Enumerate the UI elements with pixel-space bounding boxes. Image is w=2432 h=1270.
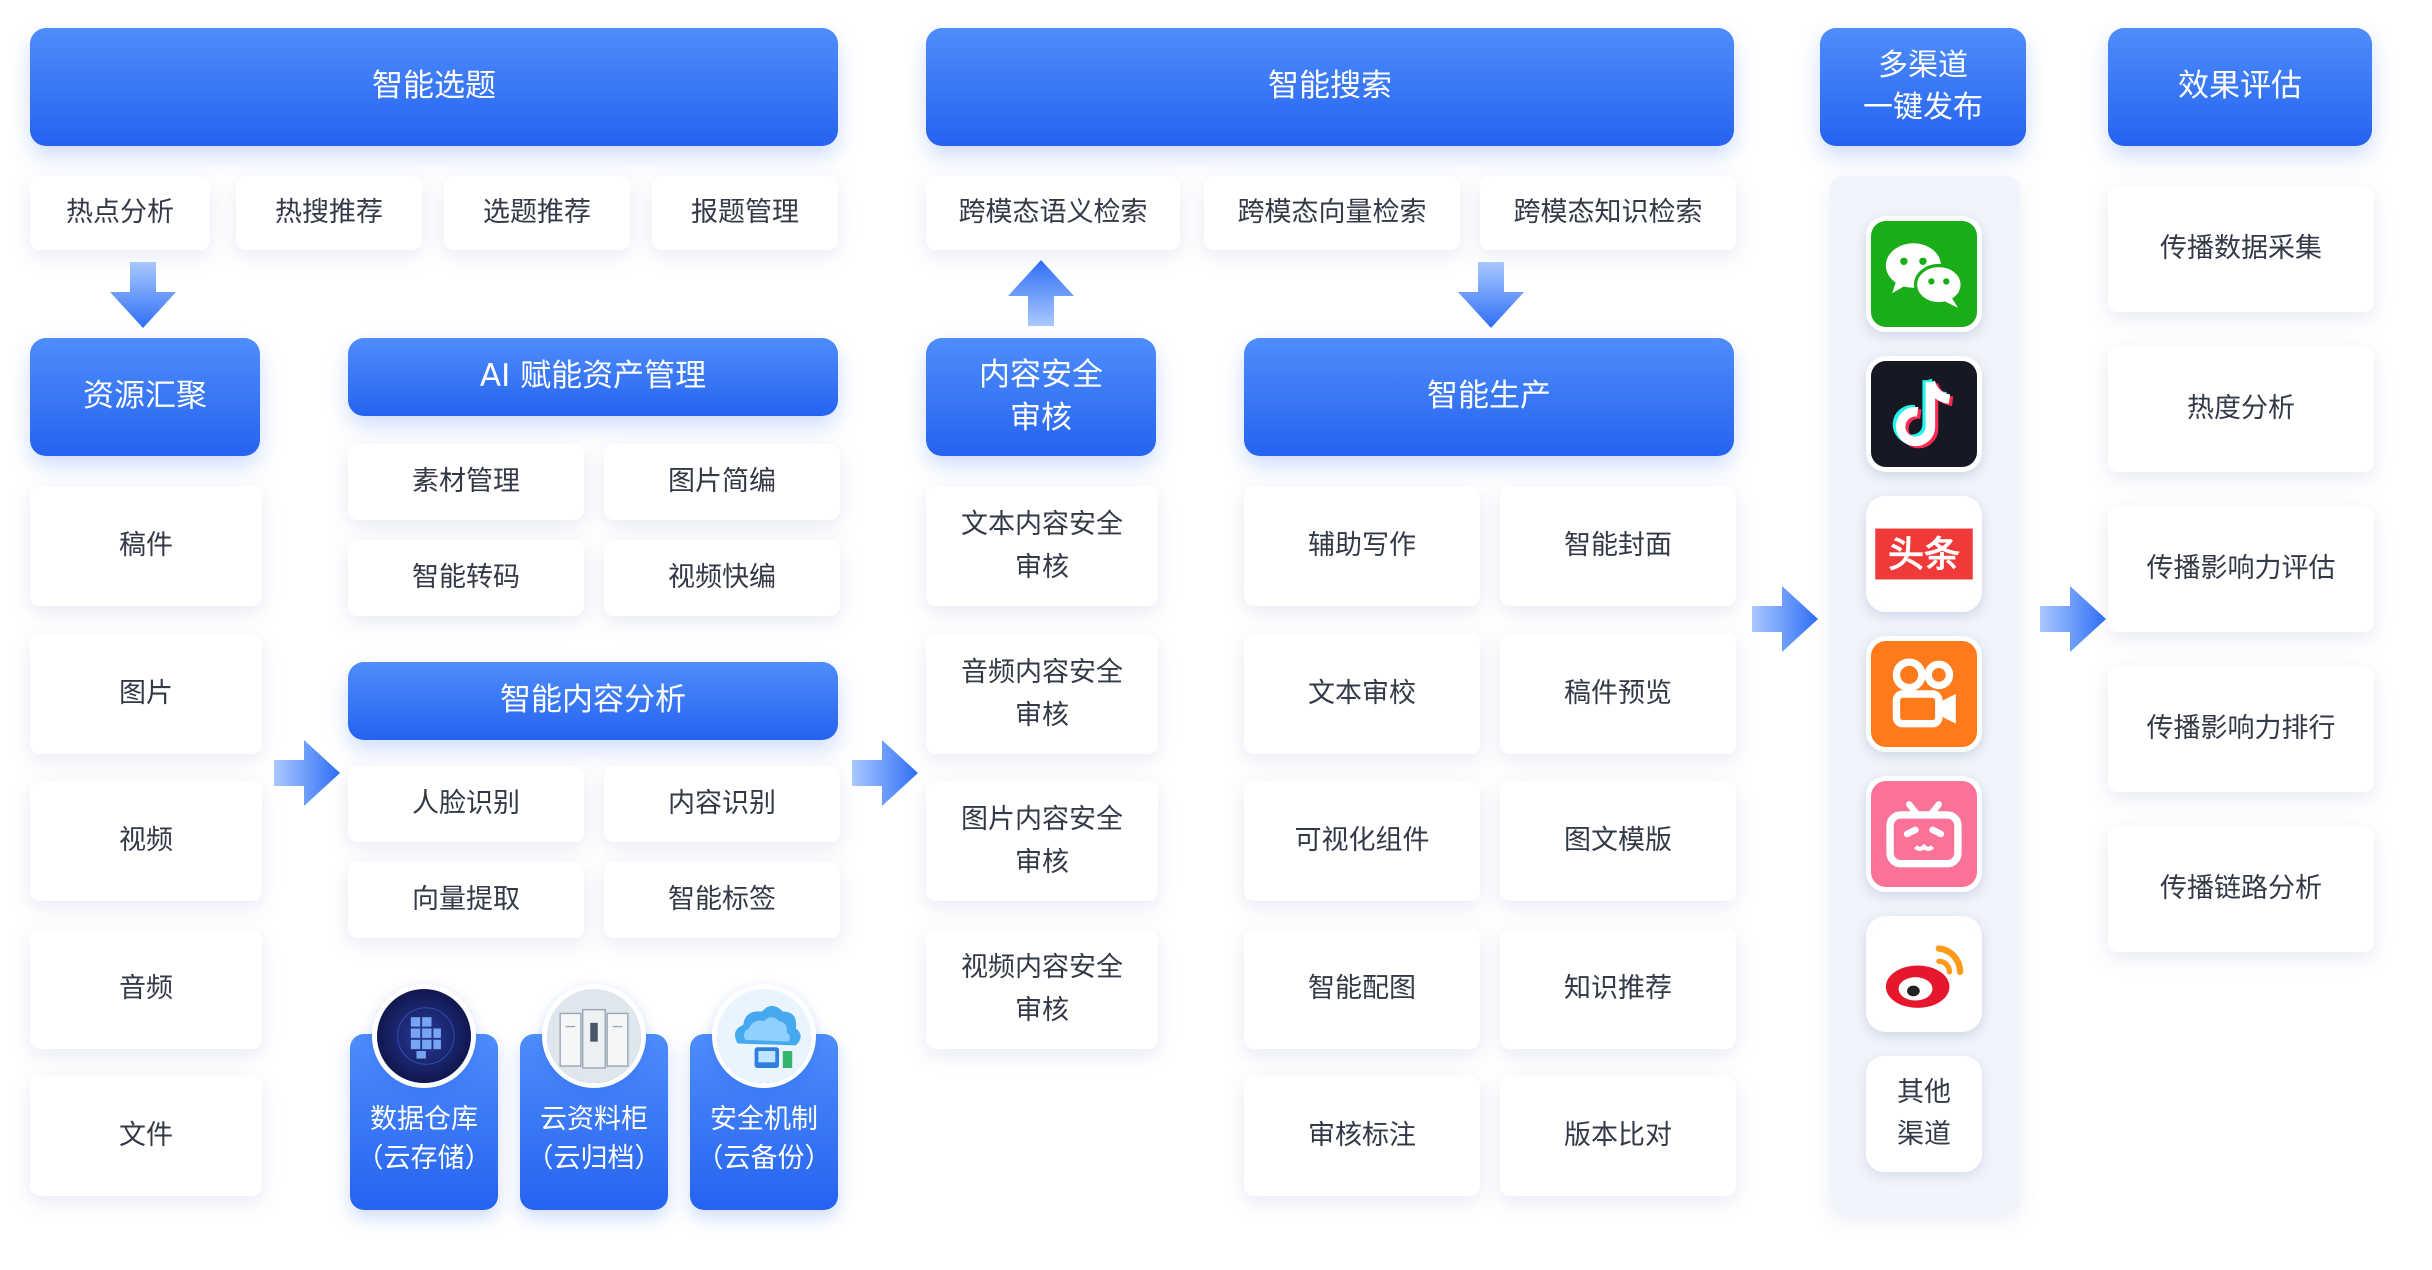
content-analysis-header: 智能内容分析 xyxy=(348,662,838,740)
asset-item-video-edit[interactable]: 视频快编 xyxy=(604,540,840,616)
toutiao-icon[interactable]: 头条 xyxy=(1866,496,1982,612)
resource-aggregation-header: 资源汇聚 xyxy=(30,338,260,456)
production-item-version-diff[interactable]: 版本比对 xyxy=(1500,1076,1736,1196)
arrow-right-icon xyxy=(852,740,918,806)
content-security-header: 内容安全 审核 xyxy=(926,338,1156,456)
evaluation-item-heat[interactable]: 热度分析 xyxy=(2108,346,2374,472)
security-item-text[interactable]: 文本内容安全 审核 xyxy=(926,486,1158,606)
asset-item-transcode[interactable]: 智能转码 xyxy=(348,540,584,616)
arrow-right-icon xyxy=(2040,586,2106,652)
topic-selection-header: 智能选题 xyxy=(30,28,838,146)
resource-item-audio[interactable]: 音频 xyxy=(30,929,262,1049)
topic-item-recommend[interactable]: 选题推荐 xyxy=(444,176,630,250)
resource-item-image[interactable]: 图片 xyxy=(30,634,262,754)
arrow-down-icon xyxy=(110,262,176,328)
search-item-knowledge[interactable]: 跨模态知识检索 xyxy=(1480,176,1736,250)
search-item-semantic[interactable]: 跨模态语义检索 xyxy=(926,176,1180,250)
cloud-backup-icon xyxy=(712,984,816,1088)
smart-production-header: 智能生产 xyxy=(1244,338,1734,456)
douyin-icon[interactable] xyxy=(1866,356,1982,472)
evaluation-item-chain[interactable]: 传播链路分析 xyxy=(2108,826,2374,952)
topic-item-hotspot[interactable]: 热点分析 xyxy=(30,176,210,250)
asset-item-material[interactable]: 素材管理 xyxy=(348,444,584,520)
resource-item-manuscript[interactable]: 稿件 xyxy=(30,486,262,606)
bilibili-icon[interactable] xyxy=(1866,776,1982,892)
kuaishou-icon[interactable] xyxy=(1866,636,1982,752)
analysis-item-content[interactable]: 内容识别 xyxy=(604,766,840,842)
publish-header: 多渠道 一键发布 xyxy=(1820,28,2026,146)
evaluation-item-data-collect[interactable]: 传播数据采集 xyxy=(2108,186,2374,312)
arrow-down-icon xyxy=(1458,262,1524,328)
security-item-image[interactable]: 图片内容安全 审核 xyxy=(926,781,1158,901)
search-item-vector[interactable]: 跨模态向量检索 xyxy=(1204,176,1460,250)
resource-item-video[interactable]: 视频 xyxy=(30,781,262,901)
analysis-item-tag[interactable]: 智能标签 xyxy=(604,862,840,938)
wechat-icon[interactable] xyxy=(1866,216,1982,332)
evaluation-item-influence[interactable]: 传播影响力评估 xyxy=(2108,506,2374,632)
production-item-preview[interactable]: 稿件预览 xyxy=(1500,634,1736,754)
storage-card-security[interactable]: 安全机制 （云备份） xyxy=(690,1034,838,1210)
asset-mgmt-header: AI 赋能资产管理 xyxy=(348,338,838,416)
evaluation-item-ranking[interactable]: 传播影响力排行 xyxy=(2108,666,2374,792)
data-warehouse-icon xyxy=(372,984,476,1088)
svg-text:头条: 头条 xyxy=(1888,535,1960,576)
analysis-item-face[interactable]: 人脸识别 xyxy=(348,766,584,842)
smart-search-header: 智能搜索 xyxy=(926,28,1734,146)
topic-item-report-mgmt[interactable]: 报题管理 xyxy=(652,176,838,250)
production-item-template[interactable]: 图文模版 xyxy=(1500,781,1736,901)
security-item-audio[interactable]: 音频内容安全 审核 xyxy=(926,634,1158,754)
production-item-annotation[interactable]: 审核标注 xyxy=(1244,1076,1480,1196)
security-item-video[interactable]: 视频内容安全 审核 xyxy=(926,929,1158,1049)
arrow-right-icon xyxy=(274,740,340,806)
production-item-knowledge[interactable]: 知识推荐 xyxy=(1500,929,1736,1049)
asset-item-image-edit[interactable]: 图片简编 xyxy=(604,444,840,520)
weibo-icon[interactable] xyxy=(1866,916,1982,1032)
other-channels[interactable]: 其他 渠道 xyxy=(1866,1056,1982,1172)
evaluation-header: 效果评估 xyxy=(2108,28,2372,146)
production-item-image-match[interactable]: 智能配图 xyxy=(1244,929,1480,1049)
production-item-visual[interactable]: 可视化组件 xyxy=(1244,781,1480,901)
topic-item-hot-search[interactable]: 热搜推荐 xyxy=(236,176,422,250)
arrow-up-icon xyxy=(1008,260,1074,326)
resource-item-file[interactable]: 文件 xyxy=(30,1076,262,1196)
cloud-cabinet-icon xyxy=(542,984,646,1088)
production-item-proofread[interactable]: 文本审校 xyxy=(1244,634,1480,754)
analysis-item-vector[interactable]: 向量提取 xyxy=(348,862,584,938)
arrow-right-icon xyxy=(1752,586,1818,652)
production-item-writing[interactable]: 辅助写作 xyxy=(1244,486,1480,606)
production-item-cover[interactable]: 智能封面 xyxy=(1500,486,1736,606)
